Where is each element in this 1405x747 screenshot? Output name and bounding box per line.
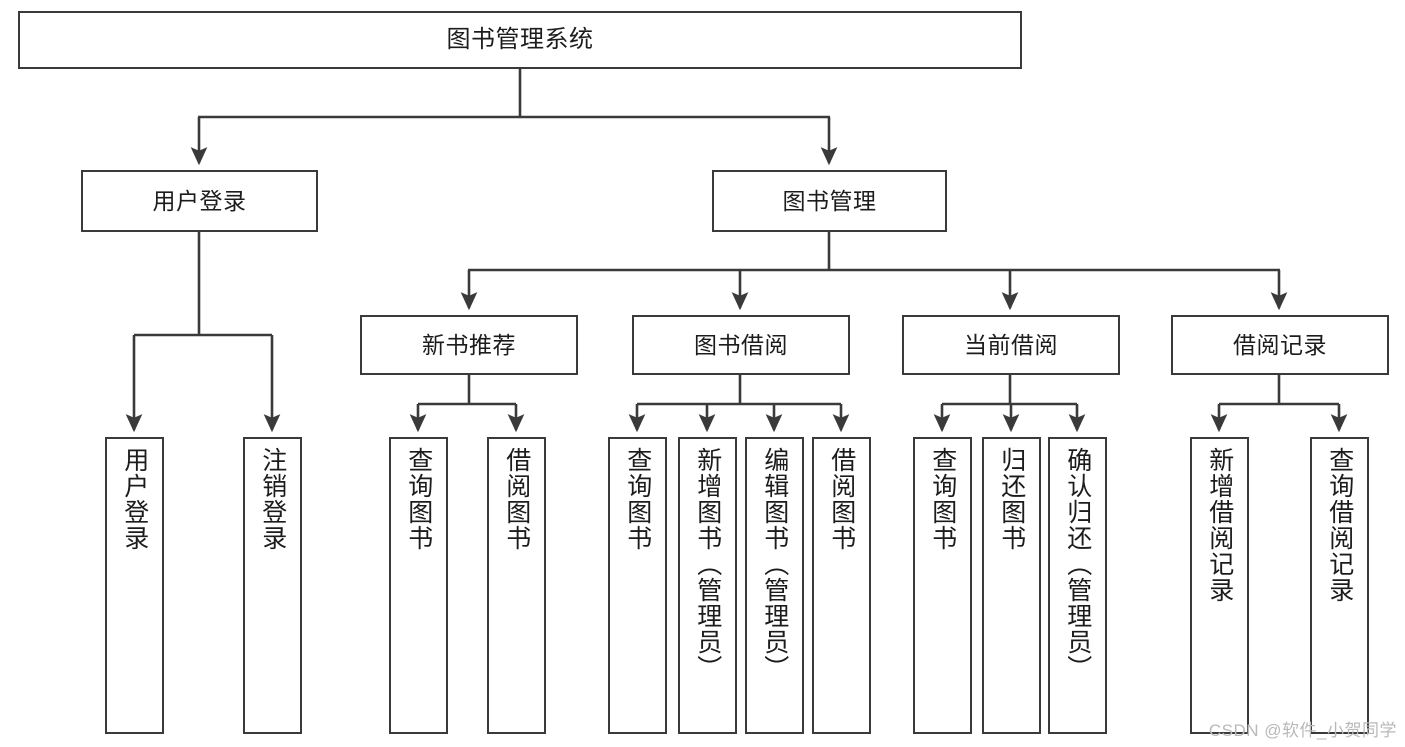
node-leaf-add-record[interactable]: 新增借阅记录	[1190, 437, 1249, 734]
node-leaf-logout-label: 注销登录	[258, 447, 287, 551]
node-leaf-borrow-book-1[interactable]: 借阅图书	[487, 437, 546, 734]
watermark: CSDN @软件_小贺同学	[1208, 721, 1397, 740]
node-leaf-return-book[interactable]: 归还图书	[982, 437, 1041, 734]
node-book-management-label: 图书管理	[782, 187, 877, 214]
node-leaf-add-record-label: 新增借阅记录	[1205, 447, 1234, 603]
node-book-management[interactable]: 图书管理	[712, 170, 947, 232]
node-book-borrow-label: 图书借阅	[694, 331, 788, 358]
node-leaf-borrow-book-1-label: 借阅图书	[502, 447, 531, 551]
node-leaf-query-record-label: 查询借阅记录	[1325, 447, 1354, 603]
node-new-book-recommend-label: 新书推荐	[422, 331, 516, 358]
node-user-login[interactable]: 用户登录	[81, 170, 318, 232]
node-root-label: 图书管理系统	[446, 26, 594, 54]
node-leaf-borrow-book-2[interactable]: 借阅图书	[812, 437, 871, 734]
node-leaf-edit-book-label: 编辑图书（管理员）	[760, 447, 789, 681]
node-leaf-query-book-1[interactable]: 查询图书	[389, 437, 448, 734]
node-leaf-add-book-label: 新增图书（管理员）	[693, 447, 722, 681]
node-root[interactable]: 图书管理系统	[18, 11, 1022, 69]
node-leaf-edit-book[interactable]: 编辑图书（管理员）	[745, 437, 804, 734]
node-leaf-query-book-3-label: 查询图书	[928, 447, 957, 551]
node-leaf-borrow-book-2-label: 借阅图书	[827, 447, 856, 551]
node-leaf-add-book[interactable]: 新增图书（管理员）	[678, 437, 737, 734]
node-leaf-user-login-label: 用户登录	[120, 447, 149, 551]
node-leaf-query-book-3[interactable]: 查询图书	[913, 437, 972, 734]
node-new-book-recommend[interactable]: 新书推荐	[360, 315, 578, 375]
node-leaf-query-book-2-label: 查询图书	[623, 447, 652, 551]
node-leaf-return-book-label: 归还图书	[997, 447, 1026, 551]
node-current-borrow-label: 当前借阅	[964, 331, 1058, 358]
node-current-borrow[interactable]: 当前借阅	[902, 315, 1120, 375]
node-leaf-user-login[interactable]: 用户登录	[105, 437, 164, 734]
node-leaf-query-record[interactable]: 查询借阅记录	[1310, 437, 1369, 734]
node-borrow-record-label: 借阅记录	[1233, 331, 1327, 358]
node-leaf-query-book-1-label: 查询图书	[404, 447, 433, 551]
node-leaf-query-book-2[interactable]: 查询图书	[608, 437, 667, 734]
node-leaf-confirm-return-label: 确认归还（管理员）	[1063, 447, 1092, 681]
node-borrow-record[interactable]: 借阅记录	[1171, 315, 1389, 375]
node-leaf-confirm-return[interactable]: 确认归还（管理员）	[1048, 437, 1107, 734]
node-user-login-label: 用户登录	[152, 187, 247, 214]
node-book-borrow[interactable]: 图书借阅	[632, 315, 850, 375]
node-leaf-logout[interactable]: 注销登录	[243, 437, 302, 734]
